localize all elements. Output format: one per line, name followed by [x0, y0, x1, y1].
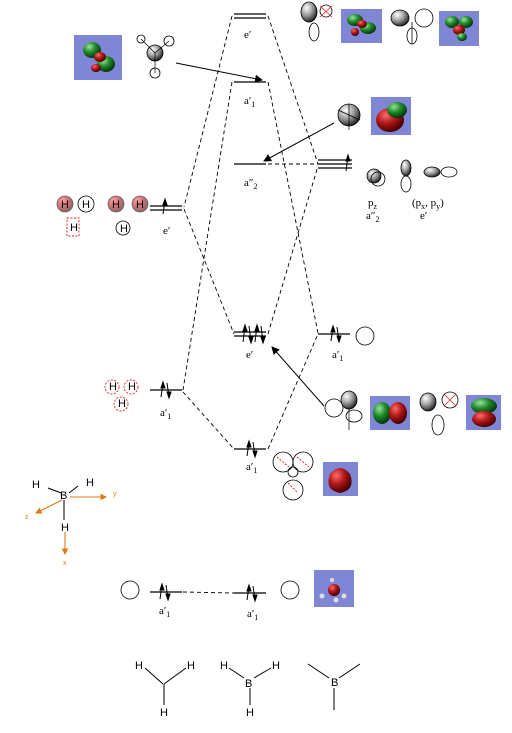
svg-text:H: H [61, 199, 69, 211]
orbital-a2dprime-sketch [337, 103, 361, 130]
label-a2dprime: a″2 [244, 177, 257, 191]
eprime-bonding-sketch-2 [419, 391, 459, 436]
render-eprime-top-1 [341, 9, 382, 43]
structure-bh3: H H B H [220, 660, 280, 719]
svg-text:H: H [272, 660, 280, 672]
svg-text:H: H [135, 660, 143, 672]
level-labels: e′ a′1 a″2 e′ a′1 a′1 e′ a′1 a′1 a′1 [159, 29, 343, 622]
label-eprime-bonding: e′ [246, 349, 253, 361]
core-s-left [120, 580, 140, 600]
svg-text:H: H [109, 381, 117, 393]
axis-y: y [113, 491, 117, 498]
render-a1prime-bonding [323, 462, 358, 496]
label-h-a1prime: a′1 [160, 407, 171, 421]
orbital-eprime-top-1 [300, 1, 333, 42]
render-eprime-bonding-1 [370, 396, 410, 430]
svg-text:H: H [118, 398, 126, 410]
label-pxpy: (px, py) [412, 197, 444, 211]
render-eprime-top-2 [439, 11, 479, 46]
svg-text:H: H [82, 199, 90, 211]
label-h-eprime: e′ [163, 225, 170, 237]
p-orbital-labels: pz a″2 (px, py) e′ [366, 197, 444, 224]
h-eprime-salc-1: H H H [56, 195, 95, 237]
electron-arrows [159, 153, 351, 603]
svg-text:H: H [120, 223, 128, 235]
coordinate-system: H H B H y z x [25, 477, 117, 567]
axis-z: z [25, 514, 29, 521]
eprime-bonding-sketch-1 [324, 390, 363, 430]
structure-h3: H H H [135, 660, 195, 719]
label-a1prime-upper: a′1 [244, 95, 255, 109]
render-a2dprime [371, 97, 411, 135]
label-b-a1prime: a′1 [332, 349, 343, 363]
correlation-lines [182, 15, 319, 594]
label-core-right: a′1 [247, 608, 258, 622]
axis-atom-h3: H [61, 522, 69, 534]
orbital-a1prime-upper-sketch [136, 34, 175, 79]
svg-text:H: H [160, 707, 168, 719]
label-pxpy-sym: e′ [420, 210, 427, 222]
axis-x: x [63, 560, 67, 567]
svg-text:H: H [187, 660, 195, 672]
render-core [314, 570, 354, 607]
axis-atom-h2: H [86, 477, 94, 489]
pointer-arrows [175, 62, 335, 407]
svg-text:H: H [128, 381, 136, 393]
label-core-left: a′1 [159, 605, 170, 619]
h-a1prime-salc: H H H [104, 379, 139, 412]
h-eprime-salc-2: H H H [107, 195, 149, 236]
render-a1prime-upper [74, 35, 122, 80]
axis-atom-b: B [60, 490, 67, 502]
label-pz: pz [368, 197, 378, 211]
core-s-right [280, 580, 300, 600]
energy-levels [150, 13, 352, 594]
p-orbital-sketches [366, 159, 458, 193]
svg-text:B: B [331, 677, 338, 689]
svg-text:H: H [112, 199, 120, 211]
svg-text:B: B [245, 678, 252, 690]
label-pz-sym: a″2 [366, 210, 379, 224]
label-eprime-top: e′ [244, 29, 251, 41]
svg-text:H: H [136, 199, 144, 211]
label-a1prime-bonding: a′1 [246, 461, 257, 475]
svg-text:H: H [70, 222, 78, 234]
svg-text:H: H [220, 660, 228, 672]
orbital-eprime-top-2 [390, 8, 434, 45]
structure-bh3-skeletal: B [307, 663, 361, 710]
render-eprime-bonding-2 [466, 395, 501, 430]
svg-text:H: H [246, 707, 254, 719]
axis-atom-h1: H [32, 479, 40, 491]
b-s-orbital [355, 326, 375, 346]
a1prime-bonding-sketch [272, 451, 314, 501]
